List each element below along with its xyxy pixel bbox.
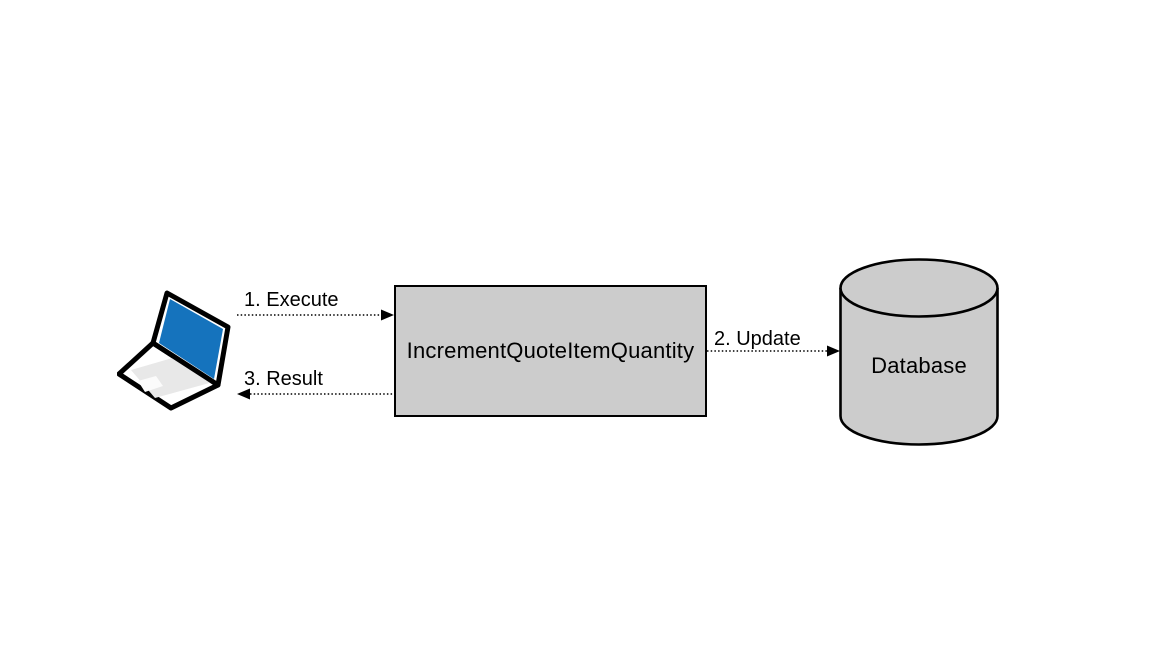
service-node: IncrementQuoteItemQuantity (394, 285, 707, 417)
update-arrow-label: 2. Update (714, 328, 801, 350)
result-arrowhead-icon (237, 388, 250, 400)
service-node-label: IncrementQuoteItemQuantity (406, 338, 695, 363)
execute-arrow-label: 1. Execute (244, 289, 339, 311)
database-cylinder-body-shape (839, 288, 999, 446)
execute-arrow (237, 309, 394, 321)
execute-arrowhead-icon (381, 309, 394, 321)
result-arrow (237, 388, 394, 400)
laptop-screen-shape (159, 299, 223, 379)
laptop-icon (117, 290, 231, 411)
database-node-label: Database (871, 353, 967, 378)
laptop-trackpad-shape (138, 376, 163, 392)
update-arrow (707, 345, 840, 357)
result-arrow-label: 3. Result (244, 368, 323, 390)
update-arrowhead-icon (827, 345, 840, 357)
database-node (839, 258, 999, 446)
database-cylinder-top-shape (839, 258, 999, 318)
